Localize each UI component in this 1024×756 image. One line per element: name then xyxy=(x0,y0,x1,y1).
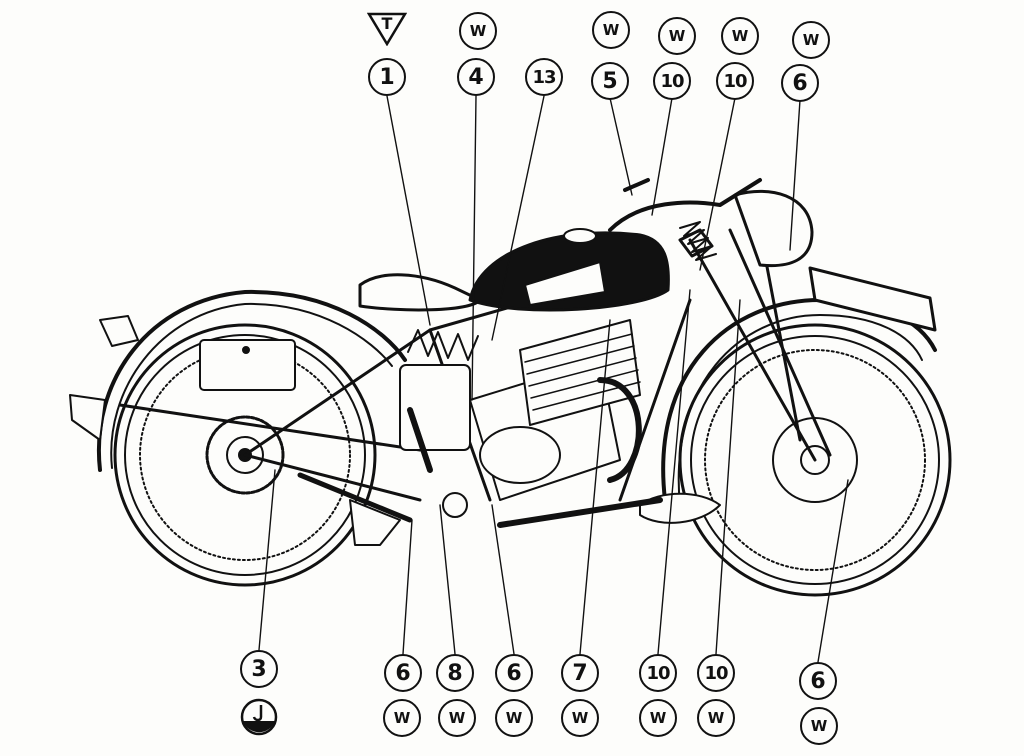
bottom-label-2: 6 xyxy=(384,654,422,692)
bottom-w-7: W xyxy=(800,707,838,745)
top-w-4: W xyxy=(721,17,759,55)
seat xyxy=(358,273,482,312)
bottom-label-8: 6 xyxy=(799,662,837,700)
bottom-label-7: 10 xyxy=(697,654,735,692)
bottom-w-4: W xyxy=(561,699,599,737)
top-w-1: W xyxy=(459,12,497,50)
bottom-label-1: 3 xyxy=(240,650,278,688)
tool-triangle-icon: T xyxy=(367,12,407,46)
handlebar xyxy=(608,178,762,232)
top-label-6: 10 xyxy=(716,62,754,100)
front-fender xyxy=(661,298,937,502)
bottom-w-3: W xyxy=(495,699,533,737)
front-fork xyxy=(678,228,832,462)
bottom-w-2: W xyxy=(438,699,476,737)
top-label-7: 6 xyxy=(781,64,819,102)
top-label-1: 1 xyxy=(368,58,406,96)
top-w-2: W xyxy=(592,11,630,49)
rear-fender xyxy=(96,289,407,472)
top-w-5: W xyxy=(792,21,830,59)
bottom-label-5: 7 xyxy=(561,654,599,692)
toolbox xyxy=(199,339,296,391)
bottom-label-3: 8 xyxy=(436,654,474,692)
tool-triangle-label: T xyxy=(381,14,393,33)
top-w-3: W xyxy=(658,17,696,55)
top-label-3: 13 xyxy=(525,58,563,96)
bottom-label-4: 6 xyxy=(495,654,533,692)
bottom-w-1: W xyxy=(383,699,421,737)
rear-spring xyxy=(407,329,479,361)
bottom-label-6: 10 xyxy=(639,654,677,692)
bottom-w-5: W xyxy=(639,699,677,737)
headlamp xyxy=(733,189,814,268)
bottom-w-6: W xyxy=(697,699,735,737)
top-label-2: 4 xyxy=(457,58,495,96)
rear-wheel xyxy=(113,323,377,587)
top-label-4: 5 xyxy=(591,62,629,100)
top-label-5: 10 xyxy=(653,62,691,100)
leader-lines xyxy=(258,95,849,663)
oil-can-icon xyxy=(239,697,279,737)
